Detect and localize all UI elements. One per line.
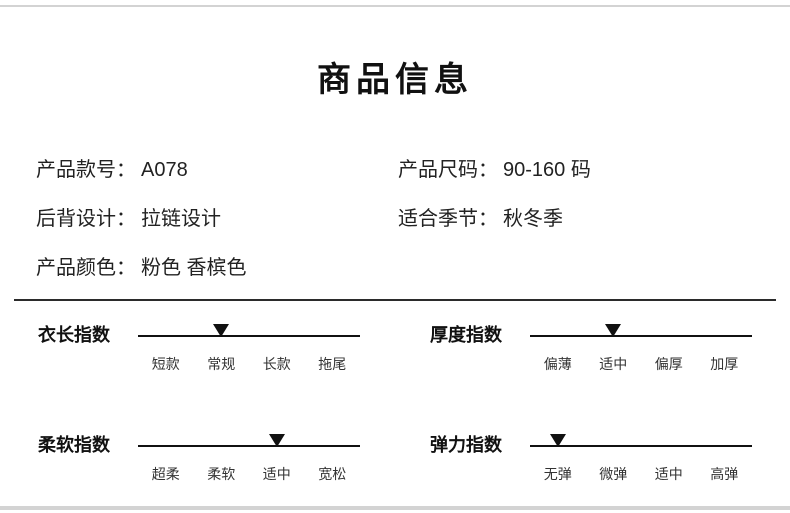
attribute-row-season: 适合季节： 秋冬季 xyxy=(398,206,591,233)
attribute-label: 后背设计： xyxy=(36,208,136,230)
scale-line xyxy=(530,445,752,447)
index-block-elasticity: 弹力指数 无弹 微弹 适中 高弹 xyxy=(430,432,752,484)
index-title: 柔软指数 xyxy=(38,435,110,455)
scale-line xyxy=(138,445,360,447)
scale-labels: 短款 常规 长款 拖尾 xyxy=(138,354,360,374)
marker-triangle-icon xyxy=(549,434,566,447)
scale-label: 适中 xyxy=(599,356,628,372)
scale-label: 无弹 xyxy=(543,466,572,482)
attribute-label: 产品款号： xyxy=(36,159,136,181)
scale-label: 适中 xyxy=(262,466,291,482)
scale-label: 常规 xyxy=(207,356,236,372)
attribute-value: 秋冬季 xyxy=(503,208,563,230)
index-title: 衣长指数 xyxy=(38,325,110,345)
attribute-value: 拉链设计 xyxy=(141,208,221,230)
marker-triangle-icon xyxy=(268,434,285,447)
index-scale: 超柔 柔软 适中 宽松 xyxy=(138,432,360,484)
attribute-row-size: 产品尺码： 90-160 码 xyxy=(398,157,591,184)
scale-label: 短款 xyxy=(151,356,180,372)
index-title: 弹力指数 xyxy=(430,435,502,455)
attribute-value: 90-160 码 xyxy=(503,159,591,181)
scale-label: 偏薄 xyxy=(543,356,572,372)
index-title: 厚度指数 xyxy=(430,325,502,345)
page-title: 商品信息 xyxy=(317,61,473,99)
scale-label: 拖尾 xyxy=(318,356,347,372)
index-block-thickness: 厚度指数 偏薄 适中 偏厚 加厚 xyxy=(430,322,752,374)
attributes-right-column: 产品尺码： 90-160 码 适合季节： 秋冬季 xyxy=(398,157,591,233)
index-block-softness: 柔软指数 超柔 柔软 适中 宽松 xyxy=(38,432,360,484)
scale-label: 柔软 xyxy=(207,466,236,482)
index-scale: 无弹 微弹 适中 高弹 xyxy=(530,432,752,484)
attribute-label: 产品尺码： xyxy=(398,159,498,181)
scale-label: 适中 xyxy=(654,466,683,482)
scale-label: 加厚 xyxy=(710,356,739,372)
section-divider xyxy=(14,299,776,301)
scale-label: 超柔 xyxy=(151,466,180,482)
attribute-value: A078 xyxy=(141,159,188,181)
index-block-length: 衣长指数 短款 常规 长款 拖尾 xyxy=(38,322,360,374)
attribute-row-model: 产品款号： A078 xyxy=(36,157,247,184)
attribute-value: 粉色 香槟色 xyxy=(141,257,247,279)
attribute-label: 适合季节： xyxy=(398,208,498,230)
scale-labels: 超柔 柔软 适中 宽松 xyxy=(138,464,360,484)
scale-label: 微弹 xyxy=(599,466,628,482)
attribute-row-back-design: 后背设计： 拉链设计 xyxy=(36,206,247,233)
attribute-row-color: 产品颜色： 粉色 香槟色 xyxy=(36,255,247,282)
scale-labels: 无弹 微弹 适中 高弹 xyxy=(530,464,752,484)
bottom-divider xyxy=(0,506,790,510)
attributes-left-column: 产品款号： A078 后背设计： 拉链设计 产品颜色： 粉色 香槟色 xyxy=(36,157,247,282)
scale-label: 宽松 xyxy=(318,466,347,482)
scale-line xyxy=(138,335,360,337)
top-divider xyxy=(0,5,790,7)
scale-label: 偏厚 xyxy=(654,356,683,372)
marker-triangle-icon xyxy=(605,324,622,337)
index-scale: 短款 常规 长款 拖尾 xyxy=(138,322,360,374)
scale-line xyxy=(530,335,752,337)
marker-triangle-icon xyxy=(213,324,230,337)
scale-label: 长款 xyxy=(262,356,291,372)
scale-label: 高弹 xyxy=(710,466,739,482)
index-scale: 偏薄 适中 偏厚 加厚 xyxy=(530,322,752,374)
attribute-label: 产品颜色： xyxy=(36,257,136,279)
scale-labels: 偏薄 适中 偏厚 加厚 xyxy=(530,354,752,374)
